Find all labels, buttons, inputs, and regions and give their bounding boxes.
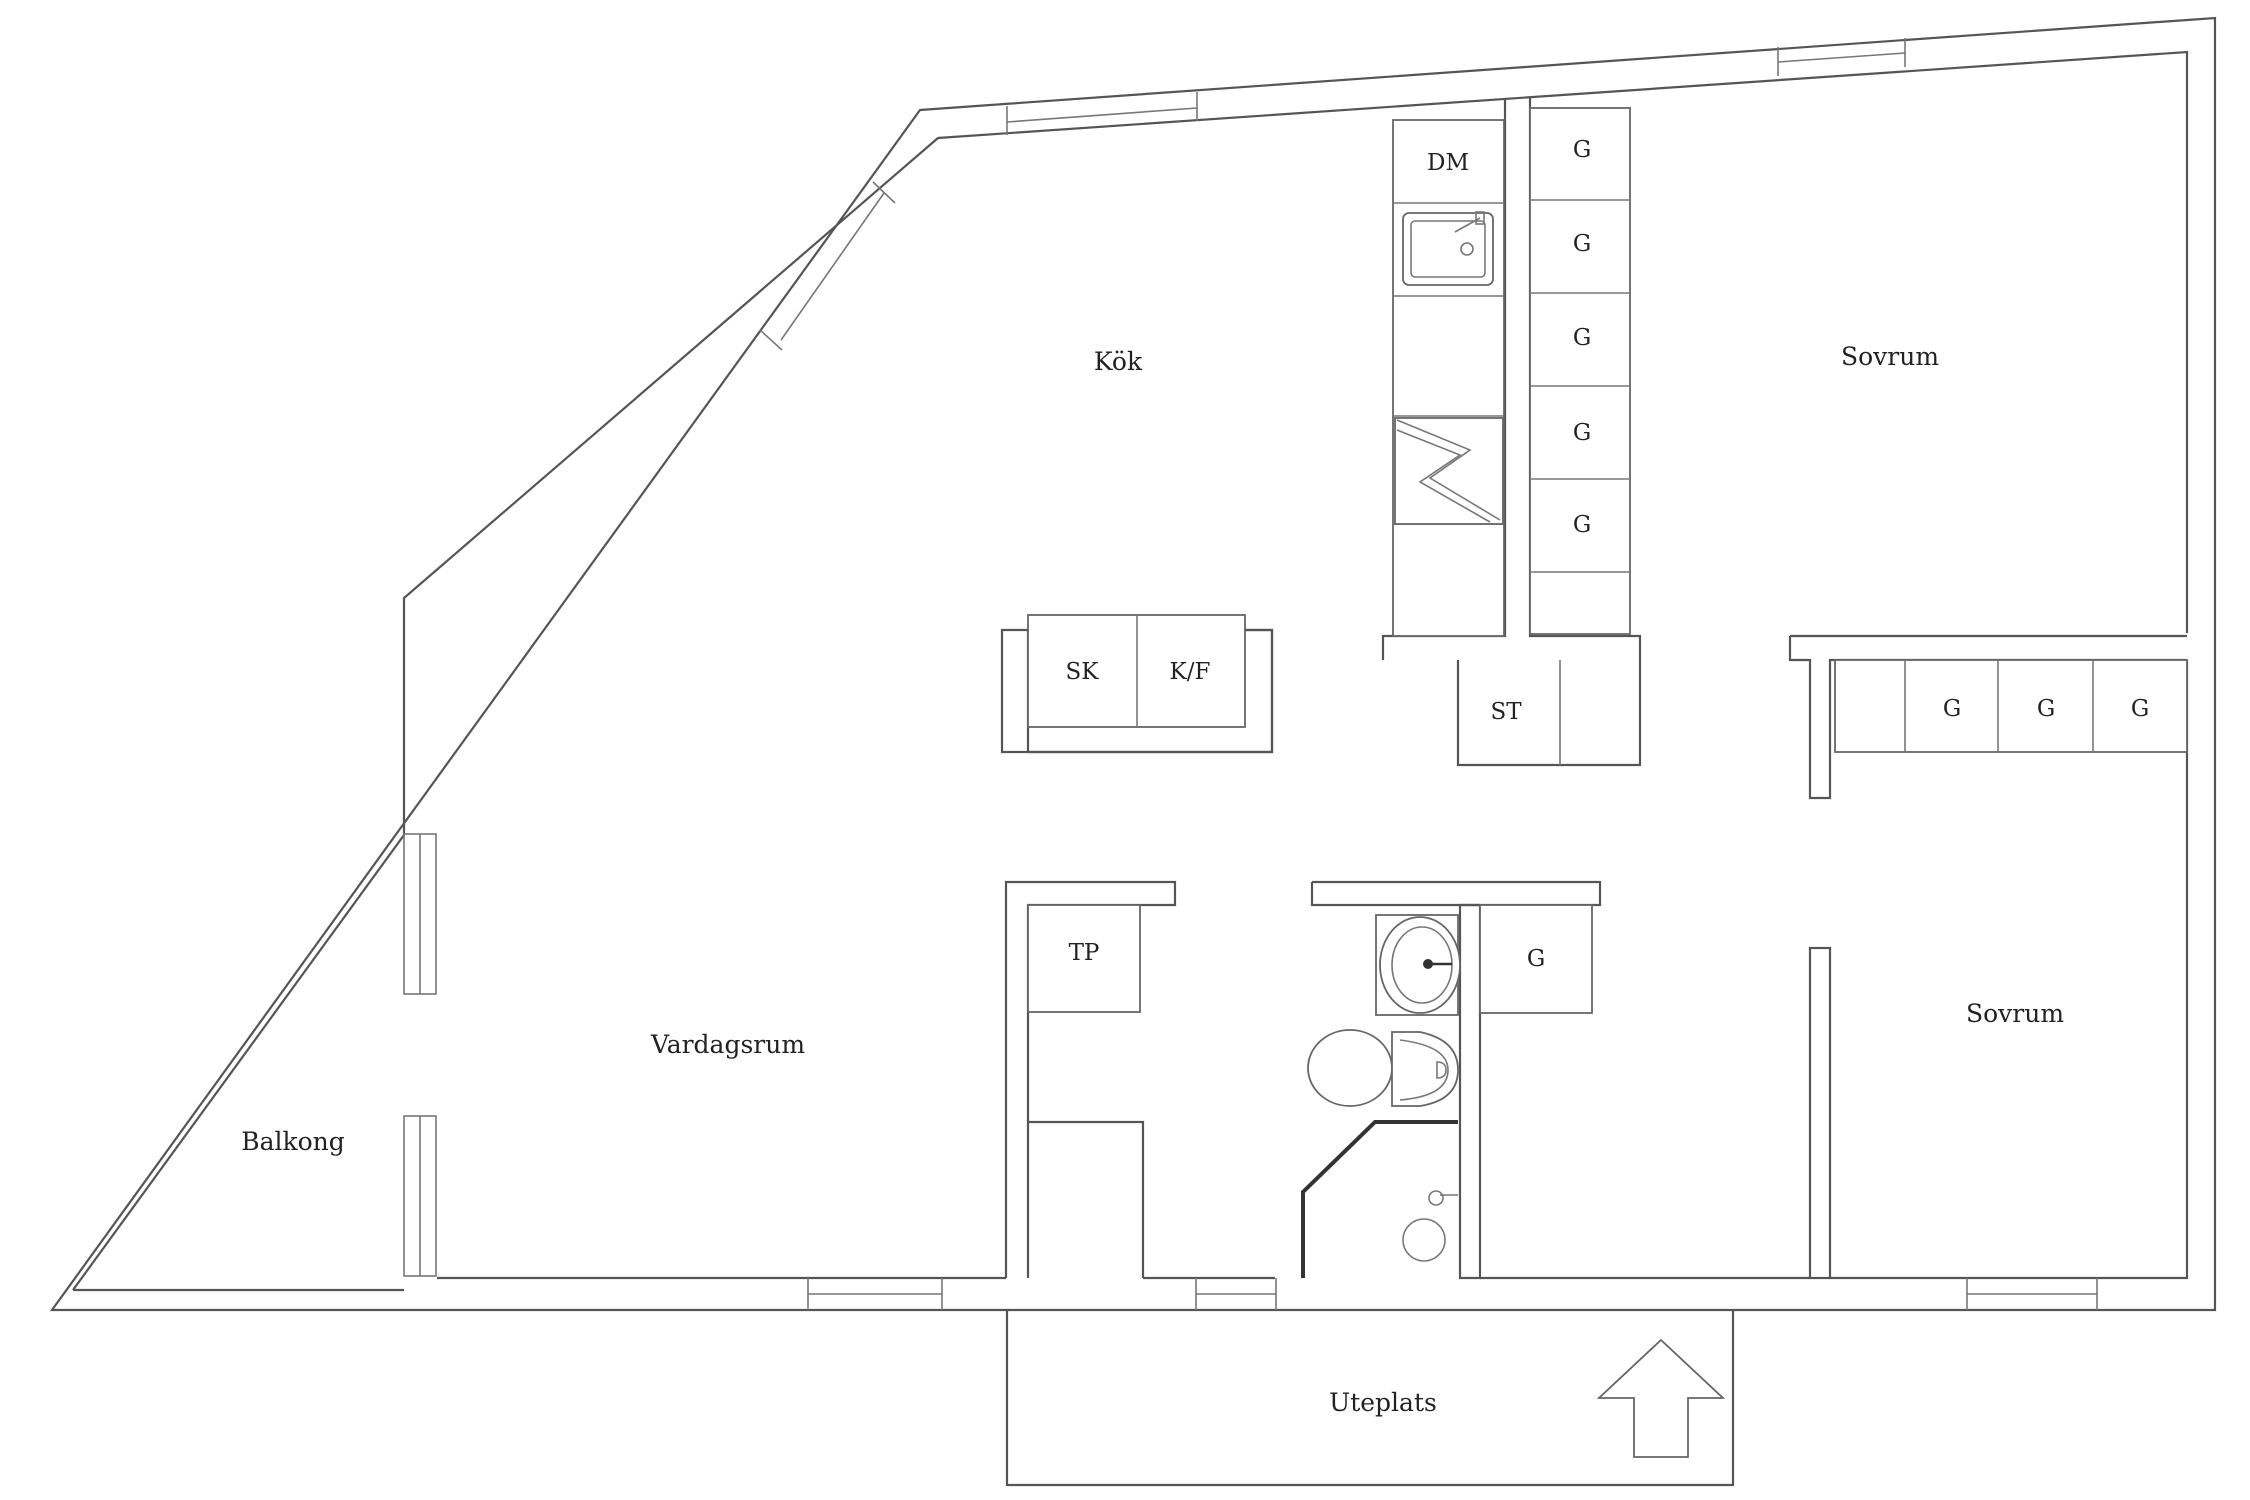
room-label-vardagsrum: Vardagsrum xyxy=(650,1030,805,1059)
wardrobe-label: G xyxy=(1573,420,1591,446)
washbasin-icon xyxy=(1375,914,1461,1016)
shower-icon xyxy=(1301,1120,1458,1278)
kitchen-counter: DM xyxy=(1392,119,1505,637)
wardrobe-column-top: G G G G G xyxy=(1529,107,1631,635)
north-arrow-icon xyxy=(1596,1338,1726,1458)
dm-label: DM xyxy=(1427,150,1469,176)
room-label-uteplats: Uteplats xyxy=(1329,1388,1437,1417)
tp-unit: TP xyxy=(1027,904,1141,1013)
kf-label: K/F xyxy=(1170,659,1211,685)
room-label-balkong: Balkong xyxy=(241,1127,345,1156)
wardrobe-label: G xyxy=(2131,696,2149,722)
fridge-freezer-unit: SK K/F xyxy=(1000,614,1274,754)
st-storage: ST xyxy=(1456,660,1642,767)
wardrobe-label: G xyxy=(1573,137,1591,163)
room-label-kok: Kök xyxy=(1094,347,1143,376)
room-labels: Kök Sovrum Sovrum Vardagsrum Balkong Ute… xyxy=(241,342,2064,1417)
room-label-sovrum-top: Sovrum xyxy=(1841,342,1939,371)
wardrobe-label: G xyxy=(2037,696,2055,722)
sink-icon xyxy=(1402,211,1494,286)
wardrobe-label: G xyxy=(1573,231,1591,257)
outer-walls xyxy=(49,16,2217,1312)
wardrobe-row-right: G G G xyxy=(1834,659,2188,753)
toilet-icon xyxy=(1307,1029,1459,1107)
wardrobe-label: G xyxy=(1527,946,1545,972)
room-label-sovrum-bottom: Sovrum xyxy=(1966,999,2064,1028)
tp-label: TP xyxy=(1069,940,1100,966)
sk-label: SK xyxy=(1066,659,1100,685)
uteplats-terrace xyxy=(1005,1310,1735,1487)
wardrobe-label: G xyxy=(1573,325,1591,351)
stove-icon xyxy=(1394,417,1504,525)
wardrobe-label: G xyxy=(1943,696,1961,722)
bathroom-wardrobe: G xyxy=(1479,904,1593,1014)
windows xyxy=(403,38,2098,1310)
st-label: ST xyxy=(1490,699,1522,725)
wardrobe-label: G xyxy=(1573,512,1591,538)
